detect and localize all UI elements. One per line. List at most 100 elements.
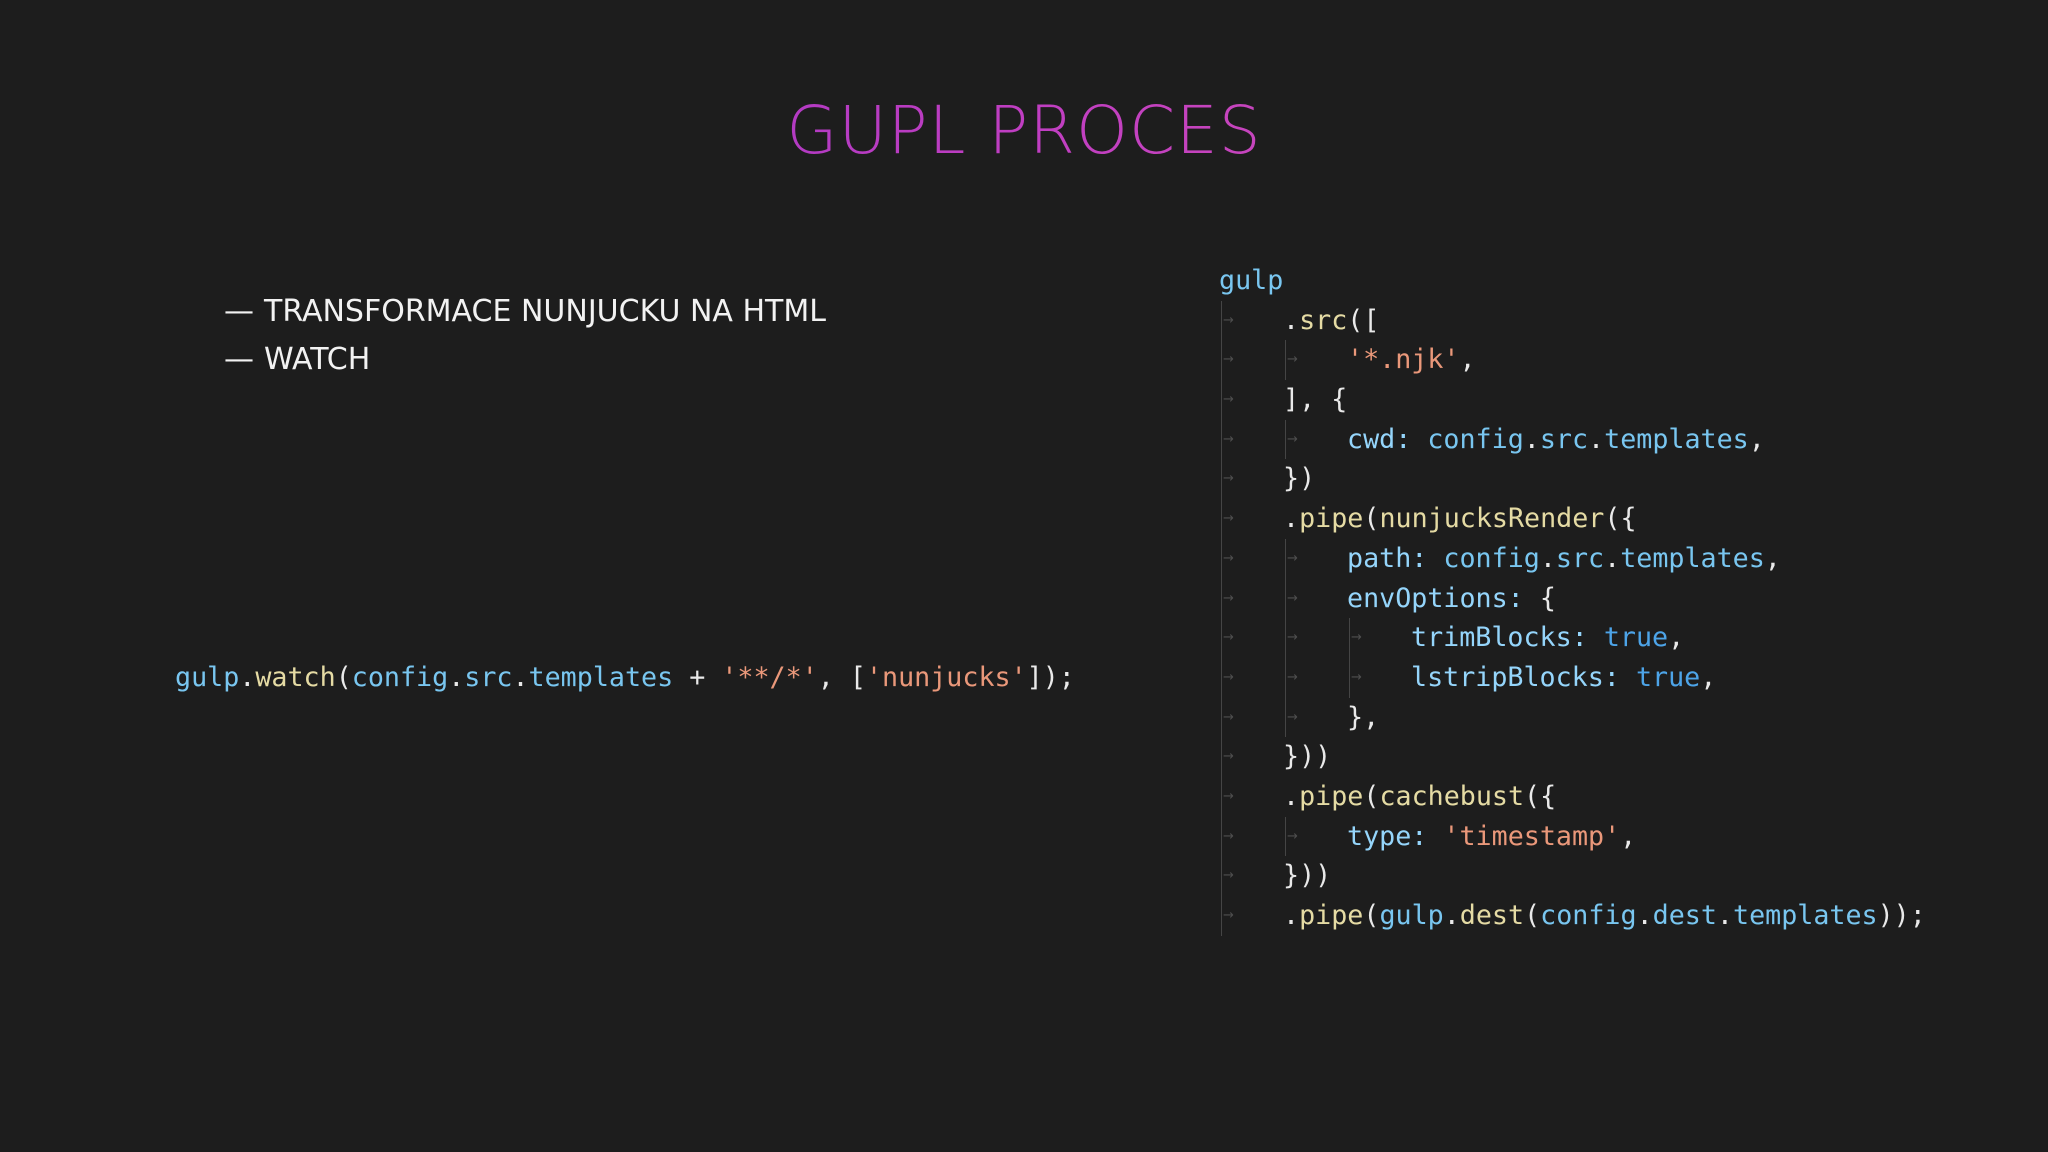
code-token: )); [1877,900,1926,931]
code-token: dest [1459,900,1525,931]
tab-arrow-icon: → [1351,669,1362,685]
tab-arrow-icon: → [1223,590,1234,606]
tab-arrow-icon: → [1223,352,1234,368]
code-token: . [239,662,256,693]
code-token: true [1635,661,1701,693]
code-token: . [1539,542,1556,574]
code-token: trimBlocks: [1411,622,1588,654]
indent-guide [1221,419,1222,460]
tab-arrow-icon: → [1223,669,1234,685]
indent-guide [1285,697,1286,738]
code-line-text: lstripBlocks: true, [1411,658,1716,698]
code-token: ( [1363,900,1380,931]
tab-arrow-icon: → [1287,352,1298,368]
code-token: cachebust [1379,780,1525,812]
code-token: pipe [1299,503,1364,535]
code-token: , [1764,542,1781,574]
tab-arrow-icon: → [1287,709,1298,725]
code-token: type: [1347,820,1428,852]
code-token: ( [335,662,352,693]
code-line-text: .pipe(nunjucksRender({ [1283,499,1637,539]
indent-guide [1221,578,1222,619]
code-token: })) [1283,860,1332,892]
code-line-text: })) [1283,737,1331,777]
tab-arrow-icon: → [1223,431,1234,447]
code-token: ({ [1604,503,1637,535]
code-line-text: }, [1347,698,1379,738]
code-token: , [1700,661,1717,693]
code-token: gulp [1219,265,1284,296]
code-token: . [1443,900,1460,931]
code-token: path: [1347,542,1428,574]
code-line-text: })) [1283,856,1331,896]
code-token: , [1620,820,1637,852]
code-token: src [1539,423,1589,455]
indent-guide [1285,657,1286,698]
indent-guide [1221,300,1222,341]
indent-guide [1285,618,1286,658]
code-token: , [1668,622,1685,654]
code-token: 'timestamp' [1443,820,1621,852]
code-token: })) [1283,741,1332,773]
code-token: ( [1363,503,1380,535]
code-line-text: cwd: config.src.templates, [1347,420,1765,460]
code-token: '**/*' [721,662,818,693]
code-token: . [1283,304,1300,336]
code-line-text: .pipe(cachebust({ [1283,777,1556,817]
tab-arrow-icon: → [1223,828,1234,844]
code-token: 'nunjucks' [865,662,1027,693]
indent-guide [1349,657,1350,698]
code-line-text: envOptions: { [1347,579,1556,619]
code-token: watch [255,662,336,693]
code-line-text: .pipe(gulp.dest(config.dest.templates)); [1283,896,1926,936]
code-token: { [1523,582,1556,614]
code-token: ( [1363,780,1380,812]
code-token: ([ [1347,304,1380,336]
code-token [1427,821,1443,852]
code-token: config [1443,542,1540,574]
code-token: ({ [1524,780,1557,812]
slide-title: GUPL PROCES [0,88,2048,174]
code-token: true [1603,622,1669,654]
indent-guide [1285,538,1286,579]
code-token [1588,622,1604,653]
code-token: src [464,662,513,693]
code-line-text: .src([ [1283,301,1379,341]
bullet-list: —TRANSFORMACE NUNJUCKU NA HTML —WATCH [224,288,826,384]
code-token: , [ [817,662,866,693]
indent-guide [1285,340,1286,381]
tab-arrow-icon: → [1223,550,1234,566]
tab-arrow-icon: → [1223,630,1234,646]
code-line-text: '*.njk', [1347,340,1476,380]
code-token [1620,662,1636,693]
indent-guide [1221,380,1222,420]
code-token: dest [1652,900,1717,931]
watch-code-line: gulp.watch(config.src.templates + '**/*'… [175,658,1075,698]
code-token: . [1283,900,1300,931]
code-token: . [448,662,465,693]
code-token: ], { [1283,384,1348,416]
code-token: . [1283,780,1300,812]
code-token: templates [528,662,674,693]
code-token: . [1588,423,1605,455]
code-token [1411,424,1427,455]
bullet-item: —WATCH [224,336,826,384]
bullet-text: WATCH [264,342,371,377]
tab-arrow-icon: → [1287,431,1298,447]
bullet-item: —TRANSFORMACE NUNJUCKU NA HTML [224,288,826,336]
code-token: ( [1524,900,1541,931]
indent-guide [1221,340,1222,381]
tab-arrow-icon: → [1223,511,1234,527]
code-token: '*.njk' [1347,344,1460,376]
indent-guide [1221,776,1222,817]
tab-arrow-icon: → [1223,312,1234,328]
indent-guide [1221,657,1222,698]
code-token: gulp [1379,900,1444,931]
bullet-dash: — [224,294,254,329]
code-line-text: }) [1283,459,1315,499]
code-token: pipe [1299,900,1364,931]
indent-guide [1221,697,1222,738]
indent-guide [1221,816,1222,857]
indent-guide [1221,459,1222,500]
indent-guide [1221,499,1222,539]
